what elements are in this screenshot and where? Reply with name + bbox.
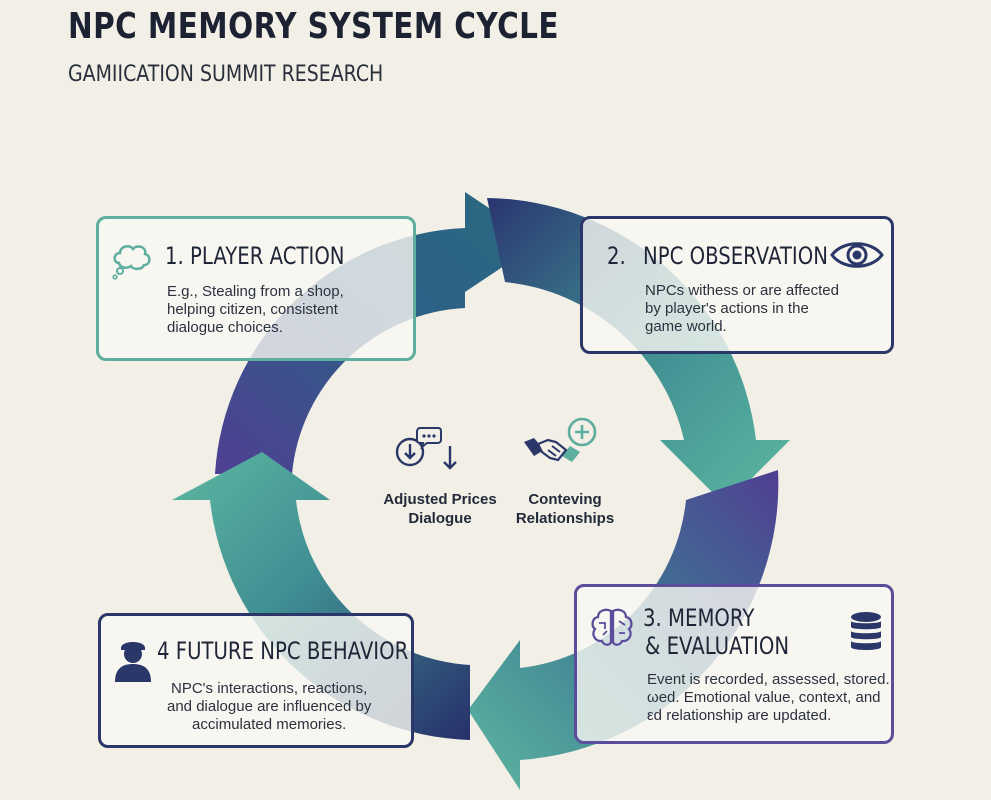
price-dialogue-icon <box>395 427 457 470</box>
page-title: NPC MEMORY SYSTEM CYCLE <box>68 6 559 47</box>
step-card-memory-evaluation: 3. MEMORY & EVALUATION Event is recorded… <box>574 584 894 744</box>
handshake-icon <box>524 417 597 462</box>
step-heading: NPC OBSERVATION <box>643 242 828 270</box>
center-label-relationships: Conteving Relationships <box>515 491 615 527</box>
step-card-npc-observation: 2. NPC OBSERVATION NPCs withess or are a… <box>580 216 894 354</box>
person-icon <box>115 642 151 682</box>
arrow-segment-top-right <box>487 198 790 505</box>
step-description: Event is recorded, assessed, stored. ωed… <box>647 671 890 724</box>
step-heading: 4 FUTURE NPC BEHAVIOR <box>157 637 409 665</box>
brain-icon <box>591 608 633 646</box>
step-heading-line1: 3. MEMORY <box>643 604 755 632</box>
step-card-future-npc-behavior: 4 FUTURE NPC BEHAVIOR NPC's interactions… <box>98 613 414 748</box>
thought-bubble-icon <box>112 244 151 280</box>
step-number: 2. <box>607 242 626 270</box>
step-description: NPCs withess or are affected by player's… <box>645 282 839 335</box>
step-heading-line2: & EVALUATION <box>645 632 790 660</box>
eye-icon <box>830 242 884 268</box>
step-card-player-action: 1. PLAYER ACTION E.g., Stealing from a s… <box>96 216 416 361</box>
database-icon <box>851 612 881 650</box>
step-heading: 1. PLAYER ACTION <box>165 242 345 270</box>
step-description: E.g., Stealing from a shop, helping citi… <box>167 283 344 336</box>
step-description: NPC's interactions, reactions, and dialo… <box>167 680 372 733</box>
center-label-prices: Adjusted Prices Dialogue <box>383 491 497 527</box>
page-subtitle: GAMIICATION SUMMIT RESEARCH <box>68 62 384 87</box>
